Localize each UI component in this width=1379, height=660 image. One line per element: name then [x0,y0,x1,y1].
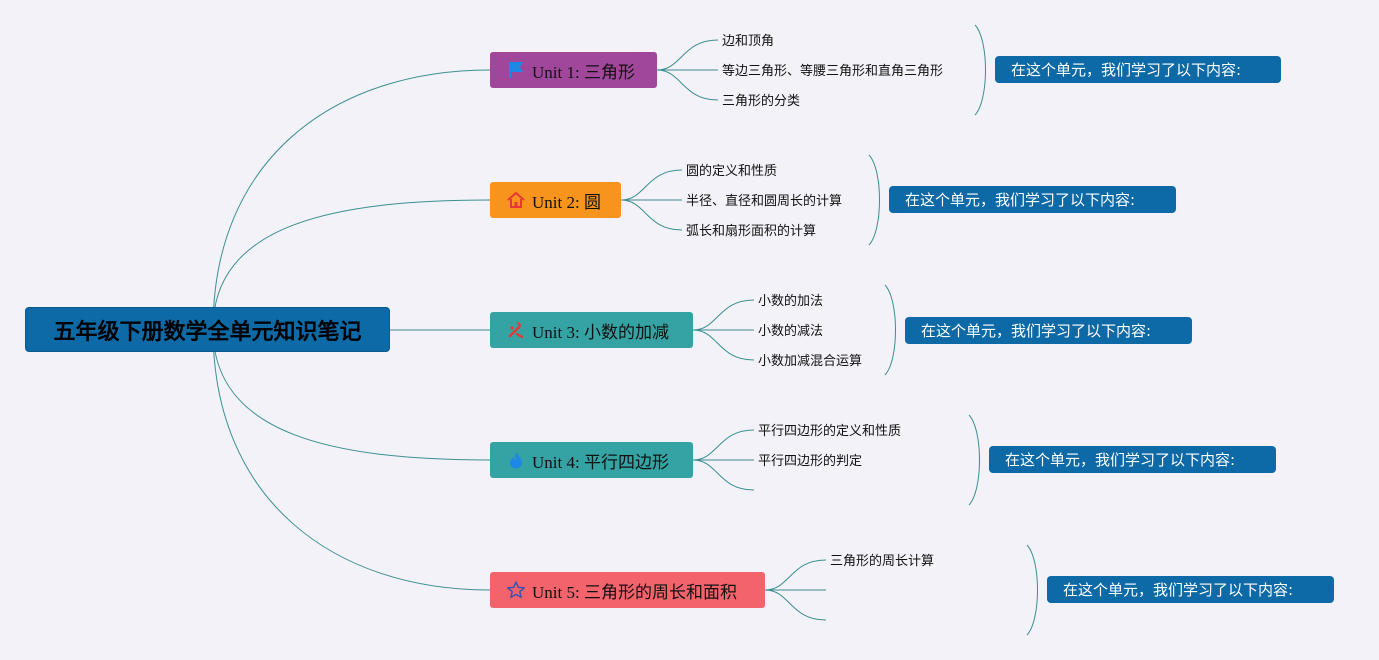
unit-5-branch-3 [764,589,827,621]
flame-icon [510,452,522,469]
unit-3-topic-3[interactable]: 小数加减混合运算 [758,354,863,369]
unit-1-topic[interactable]: Unit 1: 三角形 [490,52,657,88]
unit-1-topic-3[interactable]: 三角形的分类 [722,94,801,109]
unit-3-topic[interactable]: Unit 3: 小数的加减 [490,312,693,348]
unit-5-summary[interactable]: 在这个单元，我们学习了以下内容: [1047,576,1334,603]
unit-4-topic-2[interactable]: 平行四边形的判定 [758,454,863,469]
unit-5-branch-1 [764,559,827,591]
unit-2-summary[interactable]: 在这个单元，我们学习了以下内容: [889,186,1176,213]
unit-4-brace [968,414,980,506]
root-topic[interactable]: 五年级下册数学全单元知识笔记 [25,307,390,352]
unit-1-summary[interactable]: 在这个单元，我们学习了以下内容: [995,56,1281,83]
unit-5-topic[interactable]: Unit 5: 三角形的周长和面积 [490,572,765,608]
unit-3-branch-3 [692,329,755,361]
unit-3-label: Unit 3: 小数的加减 [532,322,669,342]
unit-3-branch-1 [692,299,755,331]
unit-2-topic-1[interactable]: 圆的定义和性质 [686,164,778,179]
unit-1-topic-1[interactable]: 边和顶角 [722,34,775,49]
unit-1-topic-2[interactable]: 等边三角形、等腰三角形和直角三角形 [722,64,944,79]
unit-2-topic-3[interactable]: 弧长和扇形面积的计算 [686,224,817,239]
unit-4-topic-1[interactable]: 平行四边形的定义和性质 [758,424,902,439]
unit-5-brace [1026,544,1038,636]
root-title: 五年级下册数学全单元知识笔记 [53,319,362,345]
unit-3-brace [884,284,896,376]
unit-4-summary[interactable]: 在这个单元，我们学习了以下内容: [989,446,1276,473]
root-to-unit-4-link [212,328,491,461]
root-to-unit-1-link [212,69,491,330]
star-icon [507,581,525,599]
unit-4-topic[interactable]: Unit 4: 平行四边形 [490,442,693,478]
unit-2-topic-2[interactable]: 半径、直径和圆周长的计算 [686,194,843,209]
tools-icon [508,322,524,339]
root-to-unit-5-link [212,328,491,591]
unit-3-summary[interactable]: 在这个单元，我们学习了以下内容: [905,317,1192,344]
unit-2-label: Unit 2: 圆 [532,192,601,212]
unit-5-topic-1[interactable]: 三角形的周长计算 [830,554,935,569]
home-icon [507,191,525,208]
unit-3-topic-2[interactable]: 小数的减法 [758,324,824,339]
unit-4-label: Unit 4: 平行四边形 [532,452,669,472]
root-to-unit-2-link [212,199,491,330]
flag-icon [509,62,523,78]
unit-5-label: Unit 5: 三角形的周长和面积 [532,582,737,602]
unit-4-branch-1 [692,429,755,461]
unit-2-branch-3 [620,199,683,231]
unit-1-label: Unit 1: 三角形 [532,62,635,82]
unit-3-topic-1[interactable]: 小数的加法 [758,294,824,309]
unit-4-branch-3 [692,459,755,491]
unit-1-brace [974,24,986,116]
unit-2-branch-1 [620,169,683,201]
unit-2-topic[interactable]: Unit 2: 圆 [490,182,621,218]
unit-2-brace [868,154,880,246]
unit-1-branch-3 [656,69,719,101]
unit-1-branch-1 [656,39,719,71]
